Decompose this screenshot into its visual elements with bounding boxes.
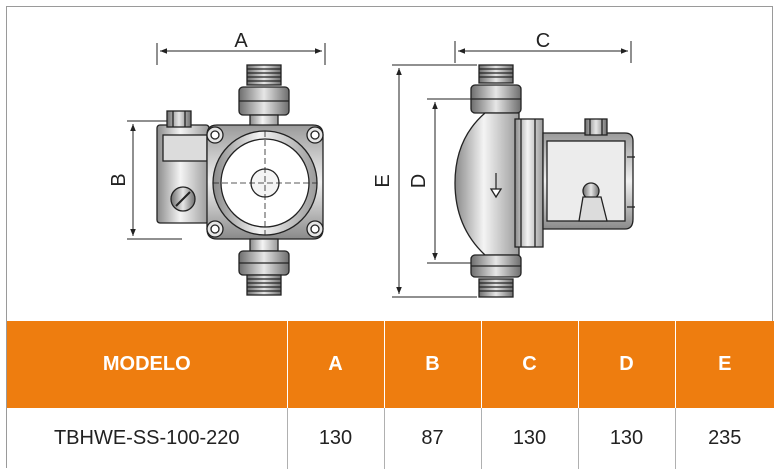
- header-b: B: [383, 321, 481, 408]
- cell-b: 87: [383, 408, 481, 469]
- dim-label-a: A: [234, 30, 248, 52]
- technical-drawing: A B: [7, 7, 774, 321]
- front-view: [127, 43, 326, 296]
- table-row: TBHWE-SS-100-220 130 87 130 130 235: [7, 408, 774, 469]
- cell-c: 130: [480, 408, 578, 469]
- table-header-row: MODELO A B C D E: [7, 321, 774, 408]
- dim-label-b: B: [108, 173, 130, 186]
- dimensions-table: MODELO A B C D E TBHWE-SS-100-220 130 87…: [7, 321, 774, 469]
- cell-a: 130: [286, 408, 384, 469]
- dim-label-d: D: [408, 174, 430, 188]
- header-a: A: [286, 321, 384, 408]
- header-d: D: [577, 321, 675, 408]
- header-c: C: [480, 321, 578, 408]
- cell-model: TBHWE-SS-100-220: [7, 408, 287, 469]
- cell-e: 235: [674, 408, 774, 469]
- header-modelo: MODELO: [7, 321, 287, 408]
- side-view: [392, 41, 635, 298]
- dim-label-c: C: [536, 30, 550, 52]
- dim-label-e: E: [372, 174, 394, 187]
- spec-sheet: A B: [6, 6, 774, 469]
- header-e: E: [674, 321, 774, 408]
- cell-d: 130: [577, 408, 675, 469]
